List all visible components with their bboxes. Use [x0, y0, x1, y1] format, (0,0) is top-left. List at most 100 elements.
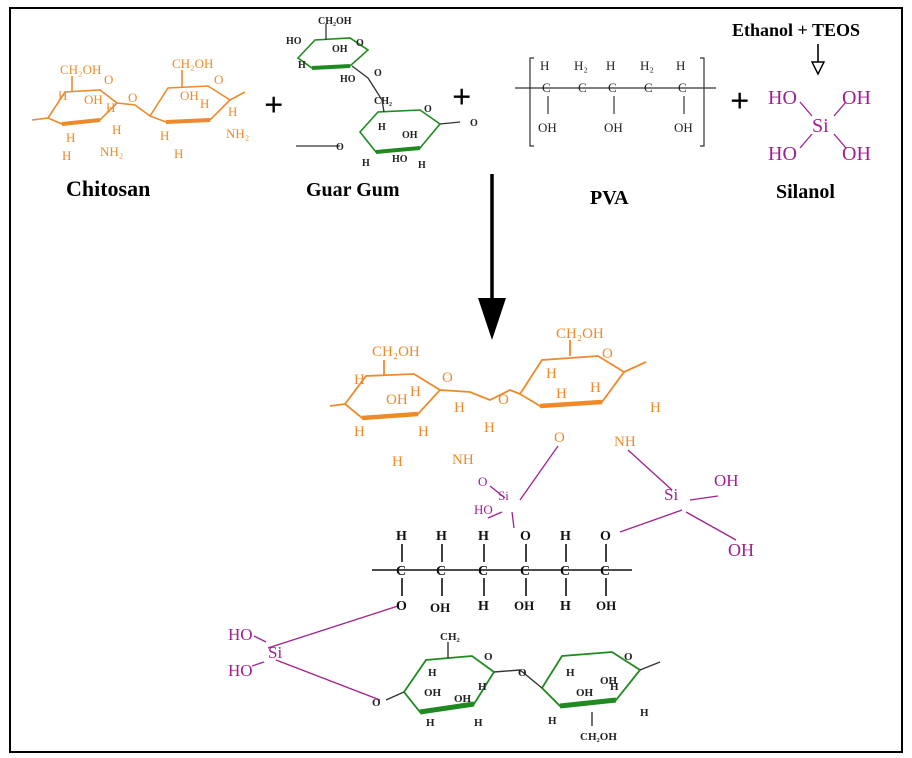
pva-oh: OH: [538, 120, 557, 135]
product-h: H: [546, 366, 557, 382]
product-pva-backbone: [372, 544, 632, 596]
product-h: H: [556, 386, 567, 402]
pva-c: C: [560, 564, 570, 579]
product-chitosan: [329, 340, 647, 421]
silanol-oh: OH: [842, 87, 871, 109]
chitosan-h: H: [200, 96, 209, 111]
product-guar-h: H: [474, 717, 483, 729]
guar-oh: OH: [402, 130, 418, 141]
product-ring-o: O: [602, 346, 613, 362]
silanol-label: Silanol: [776, 181, 835, 203]
guar-ho: HO: [340, 74, 356, 85]
product-guar-ch2oh: CH₂OH: [580, 731, 617, 743]
pva-c: C: [478, 564, 488, 579]
product-guar-h: H: [610, 681, 619, 693]
product-guar-h: H: [566, 667, 575, 679]
pva-o: O: [600, 529, 611, 544]
product-o: O: [554, 430, 565, 446]
guar-h: H: [362, 158, 370, 169]
bridge-oh: OH: [728, 540, 754, 560]
pva-h: H: [560, 599, 571, 614]
guar-ho: HO: [286, 36, 302, 47]
guar-o: O: [470, 118, 478, 129]
product-guar-ring-o: O: [624, 651, 633, 663]
silanol-bridges: [251, 445, 737, 701]
product-h: H: [454, 400, 465, 416]
pva-oh: OH: [430, 600, 450, 615]
pva-h: H: [478, 599, 489, 614]
pva-c: C: [436, 564, 446, 579]
silanol-ho: HO: [768, 87, 797, 109]
chitosan-label: Chitosan: [66, 176, 150, 201]
pva-o: O: [396, 599, 407, 614]
product-guar-oh: OH: [424, 687, 442, 699]
product-guar-oh: OH: [576, 687, 594, 699]
guar-gum-structure: [296, 37, 442, 154]
product-bridge-o: O: [498, 392, 509, 408]
bridge-o: O: [478, 474, 487, 489]
pva-h: H: [606, 58, 615, 73]
chitosan-ring-o-1: O: [104, 72, 113, 87]
guar-oh: OH: [332, 44, 348, 55]
product-h: H: [418, 424, 429, 440]
product-h: H: [410, 384, 421, 400]
product-ch2oh-2: CH₂OH: [556, 326, 604, 342]
product-ch2: CH₂: [440, 631, 461, 643]
down-arrow-icon: [478, 174, 506, 340]
bridge-si: Si: [268, 643, 282, 662]
guar-bridge-o: O: [374, 68, 382, 79]
guar-ch2: CH₂: [374, 96, 392, 107]
guar-ring-o: O: [356, 38, 364, 49]
chitosan-structure: [31, 70, 246, 126]
guar-ch2oh: CH₂OH: [318, 16, 352, 27]
pva-h: H: [676, 58, 685, 73]
product-nh: NH: [614, 434, 636, 450]
chitosan-h: H: [160, 128, 169, 143]
guar-gum-label: Guar Gum: [306, 179, 400, 201]
product-guar-ring-o: O: [484, 651, 493, 663]
guar-h: H: [418, 160, 426, 171]
pva-c: C: [396, 564, 406, 579]
pva-oh: OH: [674, 120, 693, 135]
silanol-si: Si: [812, 115, 829, 137]
product-h: H: [590, 380, 601, 396]
pva-h: H: [540, 58, 549, 73]
chitosan-oh-1: OH: [84, 92, 103, 107]
chitosan-nh2-1: NH₂: [100, 144, 123, 159]
bridge-si: Si: [664, 485, 678, 504]
product-guar-oh: OH: [454, 693, 472, 705]
product-h: H: [650, 400, 661, 416]
product-h: H: [392, 454, 403, 470]
pva-o: O: [520, 529, 531, 544]
product-guar-h: H: [640, 707, 649, 719]
bridge-ho: HO: [474, 502, 493, 517]
pva-c: C: [608, 80, 617, 95]
product-oh: OH: [386, 392, 408, 408]
chitosan-h: H: [62, 148, 71, 163]
plus-sign: +: [264, 87, 283, 124]
product-guar-oh: OH: [600, 675, 618, 687]
product-ch2oh-1: CH₂OH: [372, 344, 420, 360]
pva-h: H: [396, 529, 407, 544]
product-ring-o: O: [442, 370, 453, 386]
product-h: H: [354, 372, 365, 388]
chitosan-h: H: [58, 88, 67, 103]
chitosan-h: H: [106, 100, 115, 115]
product-guar-h: H: [548, 715, 557, 727]
pva-c: C: [600, 564, 610, 579]
bridge-ho: HO: [228, 661, 253, 680]
guar-o: O: [336, 142, 344, 153]
pva-c: C: [542, 80, 551, 95]
silanol-structure: HO OH Si HO OH: [768, 87, 871, 165]
chitosan-h: H: [174, 146, 183, 161]
chitosan-oh-2: OH: [180, 88, 199, 103]
product-guar-h: H: [428, 667, 437, 679]
silanol-ho: HO: [768, 143, 797, 165]
product-nh: NH: [452, 452, 474, 468]
pva-label: PVA: [590, 187, 629, 209]
bridge-ho: HO: [228, 625, 253, 644]
pva-c: C: [578, 80, 587, 95]
pva-h2: H₂: [640, 58, 654, 73]
pva-oh: OH: [604, 120, 623, 135]
